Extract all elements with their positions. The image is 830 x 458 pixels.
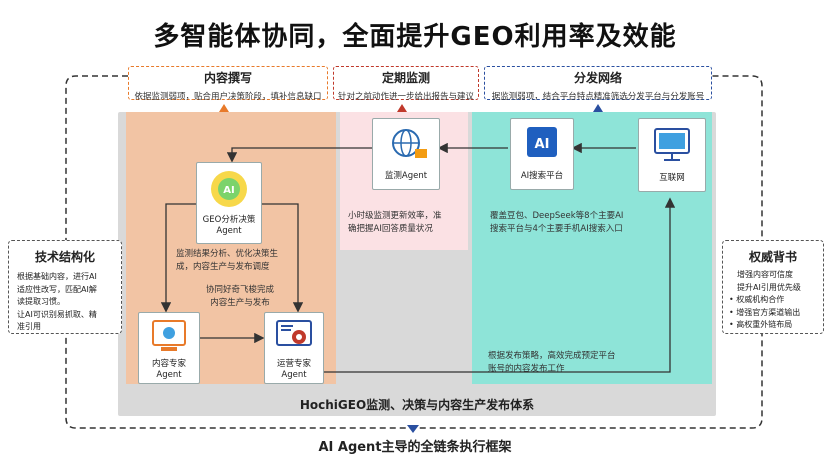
footer-label: AI Agent主导的全链条执行框架 bbox=[318, 440, 512, 455]
ops-expert-icon bbox=[276, 320, 312, 346]
decision-note: 监测结果分析、优化决策生 成，内容生产与发布调度 bbox=[176, 248, 326, 273]
arrow-monitor-to-decision bbox=[226, 147, 372, 163]
right-panel-bullet-item: • 高权重外链布局 bbox=[729, 320, 793, 329]
left-panel-line: 根据基础内容，进行AI bbox=[17, 272, 97, 281]
decision-note-line: 成，内容生产与发布调度 bbox=[176, 261, 270, 272]
ai-head-icon: AI bbox=[211, 171, 247, 207]
right-panel-authority: 权威背书 增强内容可信度 提升AI引用优先级 • 权威机构合作 • 增强官方渠道… bbox=[722, 240, 824, 334]
arrow-decision-to-content bbox=[160, 203, 200, 313]
monitor-agent-label: 监测Agent bbox=[384, 171, 428, 181]
header-regular-monitoring: 定期监测 针对之前动作进一步给出报告与建议 bbox=[333, 66, 479, 102]
platform-note-line: 搜索平台与4个主要手机AI搜索入口 bbox=[490, 223, 623, 234]
regular-monitoring-desc: 针对之前动作进一步给出报告与建议 bbox=[337, 92, 474, 102]
collab-note-line: 协同好奇飞梭完成 bbox=[205, 285, 274, 295]
ops-expert-label-line: 运营专家 bbox=[276, 359, 311, 369]
left-panel-line: 读提取习惯。 bbox=[17, 297, 65, 306]
ops-expert-agent-node: 运营专家 Agent bbox=[264, 312, 324, 384]
left-panel-tech-structuring: 技术结构化 根据基础内容，进行AI 适应性改写，匹配AI解 读提取习惯。 让AI… bbox=[8, 240, 122, 334]
content-writing-title: 内容撰写 bbox=[203, 71, 252, 85]
publish-note: 根据发布策略，高效完成预定平台 账号的内容发布工作 bbox=[488, 350, 638, 375]
internet-node: 互联网 bbox=[638, 118, 706, 192]
platform-note: 覆盖豆包、DeepSeek等8个主要AI 搜索平台与4个主要手机AI搜索入口 bbox=[490, 210, 670, 235]
right-panel-item: 高权重外链布局 bbox=[736, 320, 793, 329]
content-expert-agent-label: 内容专家 Agent bbox=[139, 359, 199, 381]
ai-search-platform-label: AI搜索平台 bbox=[520, 171, 564, 181]
decision-note-line: 监测结果分析、优化决策生 bbox=[176, 249, 279, 259]
ai-chip-text: AI bbox=[535, 137, 550, 152]
monitor-agent-node: 监测Agent bbox=[372, 118, 440, 190]
collab-note-line: 内容生产与发布 bbox=[210, 297, 270, 308]
content-expert-label-line: 内容专家 bbox=[151, 359, 186, 369]
right-panel-bullet-item: • 权威机构合作 bbox=[729, 295, 785, 304]
left-panel-line: 适应性改写，匹配AI解 bbox=[17, 284, 97, 294]
right-panel-item: 增强官方渠道输出 bbox=[736, 307, 801, 317]
geo-decision-agent-label-line: Agent bbox=[216, 226, 242, 236]
geo-decision-agent-label: GEO分析决策 Agent bbox=[197, 215, 261, 237]
platform-note-line: 覆盖豆包、DeepSeek等8个主要AI bbox=[490, 211, 624, 221]
arrow-decision-to-ops bbox=[262, 203, 304, 313]
header-content-writing: 内容撰写 依据监测弱项，贴合用户决策阶段，填补信息缺口 bbox=[128, 66, 328, 102]
geo-decision-agent-node: AI GEO分析决策 Agent bbox=[196, 162, 262, 244]
system-label: HochiGEO监测、决策与内容生产发布体系 bbox=[299, 398, 535, 412]
right-panel-body: 增强内容可信度 提升AI引用优先级 • 权威机构合作 • 增强官方渠道输出 • … bbox=[729, 269, 823, 332]
left-panel-line: 让AI可识别易抓取、精 bbox=[17, 309, 97, 319]
monitor-note: 小时级监测更新效率，准 确把握AI回答质量状况 bbox=[348, 210, 466, 235]
content-writing-desc: 依据监测弱项，贴合用户决策阶段，填补信息缺口 bbox=[134, 92, 322, 102]
content-expert-label-line: Agent bbox=[156, 370, 182, 380]
orange-triangle bbox=[219, 104, 229, 112]
left-panel-body: 根据基础内容，进行AI 适应性改写，匹配AI解 读提取习惯。 让AI可识别易抓取… bbox=[17, 271, 121, 334]
distribution-network-title: 分发网络 bbox=[573, 71, 622, 85]
content-expert-icon bbox=[152, 320, 186, 351]
geo-decision-agent-label-line: GEO分析决策 bbox=[202, 215, 256, 225]
ops-expert-label-line: Agent bbox=[281, 370, 307, 380]
red-triangle bbox=[397, 104, 407, 112]
right-panel-title: 权威背书 bbox=[748, 250, 797, 264]
page-title: 多智能体协同，全面提升GEO利用率及效能 bbox=[153, 22, 677, 52]
internet-label: 互联网 bbox=[659, 173, 685, 183]
publish-note-line: 根据发布策略，高效完成预定平台 bbox=[488, 351, 616, 361]
ai-chip-icon: AI bbox=[527, 127, 557, 157]
monitor-icon bbox=[654, 128, 690, 161]
ai-search-platform-node: AI AI搜索平台 bbox=[510, 118, 574, 190]
globe-monitor-icon bbox=[392, 129, 427, 158]
content-expert-agent-node: 内容专家 Agent bbox=[138, 312, 200, 384]
header-distribution-network: 分发网络 据监测弱项，结合平台特点精准筛选分发平台与分发账号 bbox=[484, 66, 712, 102]
right-panel-item: 权威机构合作 bbox=[736, 295, 785, 304]
ai-head-text: AI bbox=[223, 185, 234, 196]
blue-triangle bbox=[593, 104, 603, 112]
distribution-network-desc: 据监测弱项，结合平台特点精准筛选分发平台与分发账号 bbox=[491, 92, 705, 102]
ops-expert-agent-label: 运营专家 Agent bbox=[265, 359, 323, 381]
monitor-note-line: 确把握AI回答质量状况 bbox=[348, 223, 433, 234]
right-panel-item: 提升AI引用优先级 bbox=[737, 282, 801, 292]
publish-note-line: 账号的内容发布工作 bbox=[488, 363, 565, 374]
right-panel-item: 增强内容可信度 bbox=[737, 270, 793, 279]
footer-triangle bbox=[407, 425, 419, 433]
regular-monitoring-title: 定期监测 bbox=[381, 71, 430, 85]
collab-note: 协同好奇飞梭完成 内容生产与发布 bbox=[150, 284, 330, 309]
left-panel-title: 技术结构化 bbox=[34, 250, 95, 264]
monitor-note-line: 小时级监测更新效率，准 bbox=[348, 211, 442, 221]
right-panel-bullet-item: • 增强官方渠道输出 bbox=[729, 307, 801, 317]
left-panel-line: 准引用 bbox=[17, 322, 41, 331]
